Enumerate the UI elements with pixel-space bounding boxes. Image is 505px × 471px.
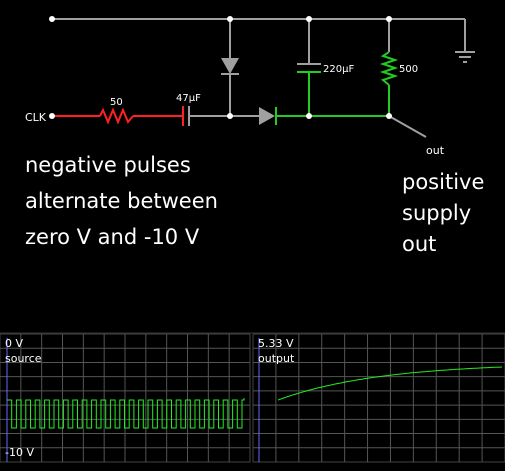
scope-output[interactable]: 5.33 V output: [252, 333, 505, 463]
wire-output-node[interactable]: [276, 73, 390, 117]
scope-source-top-label: 0 V: [5, 337, 23, 350]
scope-output-top-label: 5.33 V: [258, 337, 294, 350]
scope-output-name: output: [258, 352, 295, 365]
scope-source-bottom-label: -10 V: [5, 446, 34, 459]
scope-source-name: source: [5, 352, 42, 365]
note-right-line: supply: [402, 201, 471, 225]
circuit-nodes: [49, 16, 392, 119]
output-label: out: [426, 144, 445, 157]
resistor-input-label: 50: [110, 97, 123, 108]
note-left-line: negative pulses: [25, 153, 191, 177]
ground-icon: [455, 51, 475, 63]
capacitor-output-label: 220µF: [323, 64, 354, 75]
note-left: negative pulses alternate between zero V…: [25, 153, 218, 249]
note-left-line: alternate between: [25, 189, 218, 213]
output-switch-icon[interactable]: [388, 115, 427, 138]
scope-output-trace: [277, 366, 503, 401]
diode-vertical-icon[interactable]: [221, 58, 239, 75]
clk-label: CLK: [25, 111, 47, 124]
resistor-load-label: 500: [399, 64, 418, 75]
scope-source-trace: [7, 398, 245, 429]
diode-horizontal-icon[interactable]: [259, 107, 277, 125]
note-right-line: positive: [402, 170, 484, 194]
note-left-line: zero V and -10 V: [25, 225, 200, 249]
capacitor-output-icon[interactable]: [297, 19, 321, 73]
capacitor-input-label: 47µF: [176, 93, 201, 104]
scope-source[interactable]: 0 V source -10 V: [0, 333, 251, 463]
wire-clk[interactable]: [52, 107, 182, 125]
note-right: positive supply out: [402, 170, 484, 256]
note-right-line: out: [402, 232, 436, 256]
capacitor-input-plate: [188, 106, 259, 126]
resistor-load-icon[interactable]: [379, 19, 399, 86]
